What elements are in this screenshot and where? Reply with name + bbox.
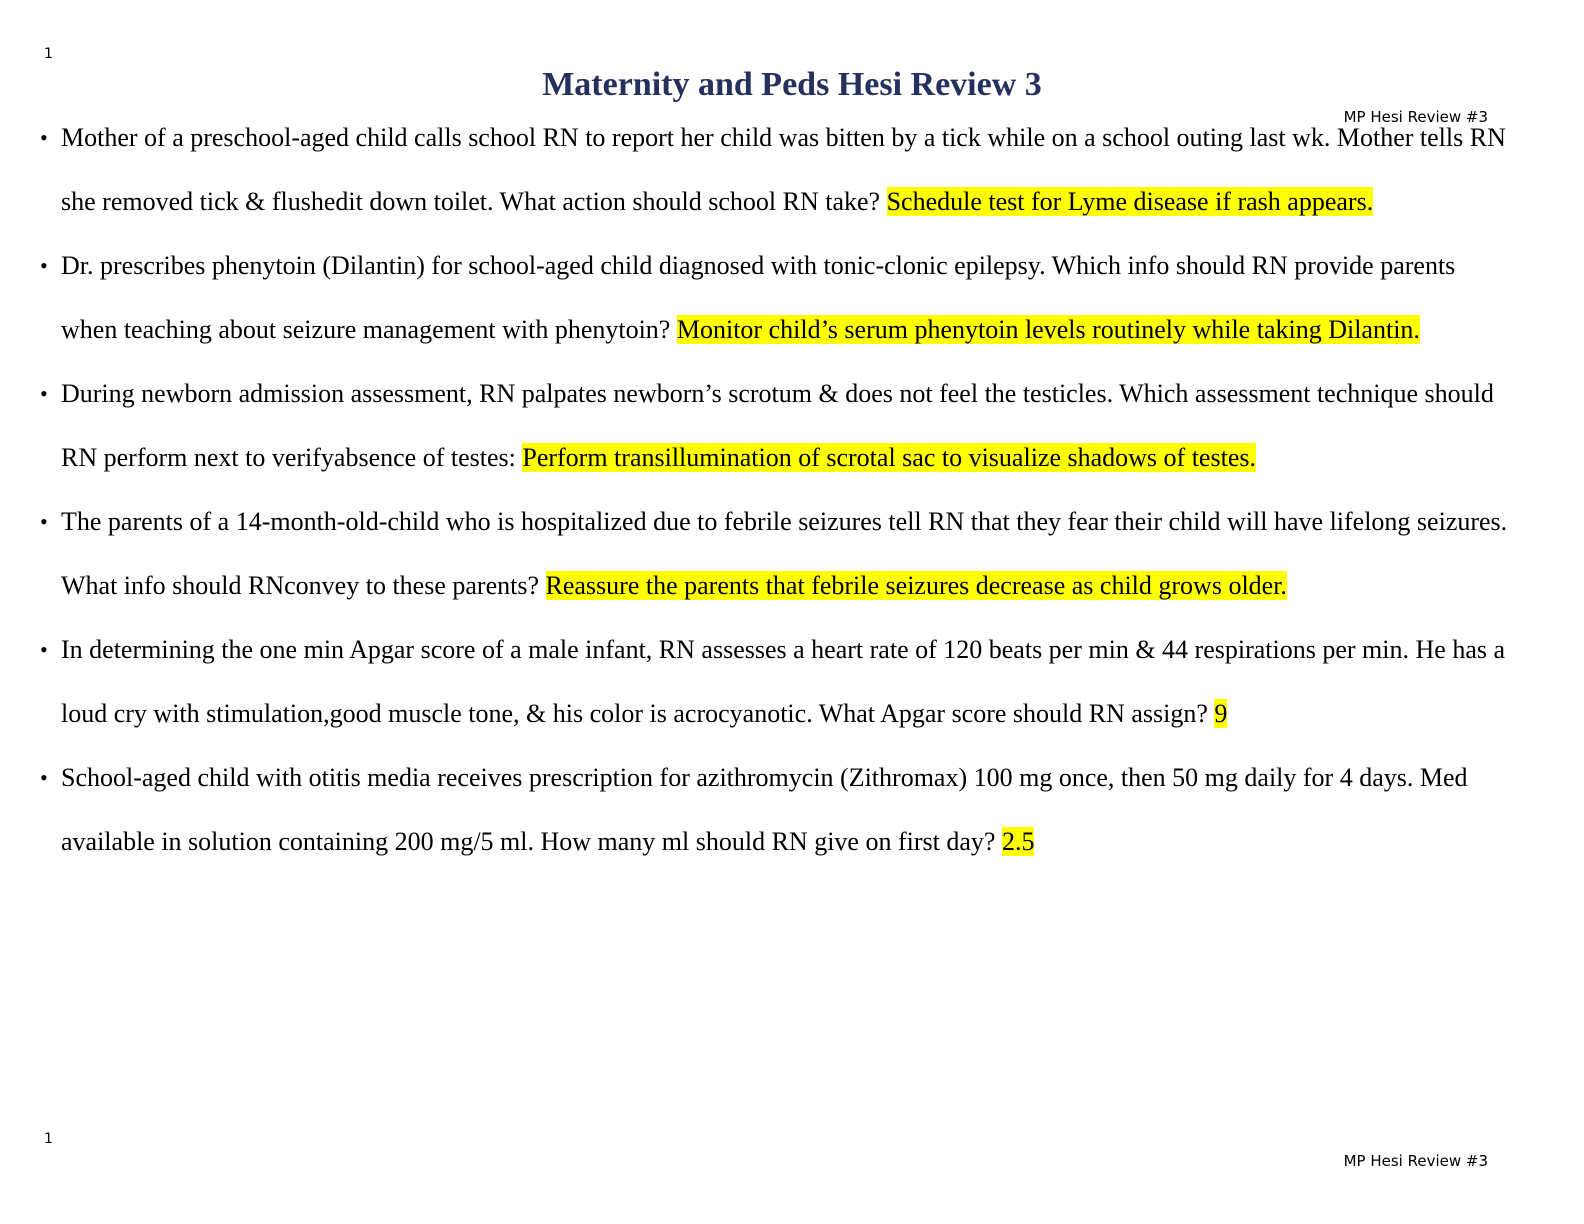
question-text: School-aged child with otitis media rece…	[61, 763, 1468, 856]
question-text: The parents of a 14-month-old-child who …	[61, 507, 1508, 600]
page-number-bottom: 1	[44, 1131, 53, 1147]
bullet-icon: •	[40, 125, 48, 150]
highlighted-answer: Monitor child’s serum phenytoin levels r…	[676, 315, 1420, 344]
page-number-top: 1	[44, 46, 53, 62]
question-item: • During newborn admission assessment, R…	[40, 362, 1510, 490]
question-item: • Mother of a preschool-aged child calls…	[40, 106, 1510, 234]
question-list: • Mother of a preschool-aged child calls…	[40, 106, 1510, 874]
highlighted-answer: 9	[1214, 699, 1228, 728]
highlighted-answer: Reassure the parents that febrile seizur…	[545, 571, 1287, 600]
bullet-icon: •	[40, 253, 48, 278]
running-footer: MP Hesi Review #3	[1343, 1152, 1488, 1170]
running-header: MP Hesi Review #3	[1343, 108, 1488, 126]
bullet-icon: •	[40, 637, 48, 662]
question-text: Mother of a preschool-aged child calls s…	[61, 123, 1506, 216]
question-item: • The parents of a 14-month-old-child wh…	[40, 490, 1510, 618]
bullet-icon: •	[40, 509, 48, 534]
bullet-icon: •	[40, 765, 48, 790]
highlighted-answer: Schedule test for Lyme disease if rash a…	[886, 187, 1374, 216]
highlighted-answer: 2.5	[1001, 827, 1035, 856]
highlighted-answer: Perform transillumination of scrotal sac…	[522, 443, 1256, 472]
question-item: • In determining the one min Apgar score…	[40, 618, 1510, 746]
question-item: • School-aged child with otitis media re…	[40, 746, 1510, 874]
bullet-icon: •	[40, 381, 48, 406]
question-text: During newborn admission assessment, RN …	[61, 379, 1494, 472]
question-text: Dr. prescribes phenytoin (Dilantin) for …	[61, 251, 1456, 344]
page-title: Maternity and Peds Hesi Review 3	[542, 66, 1042, 103]
question-item: • Dr. prescribes phenytoin (Dilantin) fo…	[40, 234, 1510, 362]
question-text: In determining the one min Apgar score o…	[61, 635, 1506, 728]
